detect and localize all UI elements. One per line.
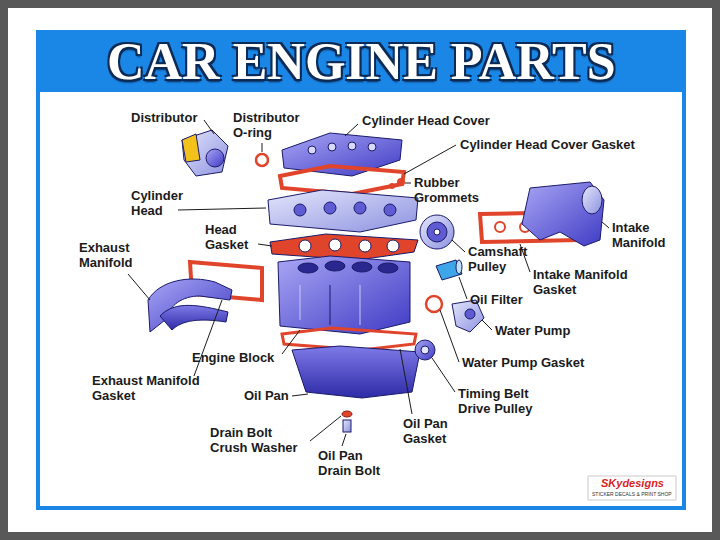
part-label: Head Gasket xyxy=(205,222,260,252)
logo-subtext: STICKER DECALS & PRINT SHOP xyxy=(592,491,672,497)
part-label: Distributor xyxy=(131,110,197,125)
part-label: Drain Bolt Crush Washer xyxy=(210,425,310,455)
part-label: Distributor O-ring xyxy=(233,110,305,140)
part-label: Intake Manifold xyxy=(612,220,674,250)
part-label: Intake Manifold Gasket xyxy=(533,267,651,297)
part-label: Water Pump Gasket xyxy=(462,355,584,370)
part-label: Cylinder Head xyxy=(131,188,193,218)
logo-text: SKydesigns xyxy=(601,477,664,489)
part-label: Exhaust Manifold Gasket xyxy=(92,373,217,403)
logo-box xyxy=(588,476,676,500)
part-label: Engine Block xyxy=(192,350,274,365)
part-label: Camshaft Pulley xyxy=(468,244,543,274)
part-label: Water Pump xyxy=(495,323,570,338)
part-label: Exhaust Manifold xyxy=(79,240,151,270)
part-label: Oil Pan Drain Bolt xyxy=(318,448,398,478)
part-label: Oil Filter xyxy=(470,292,523,307)
part-label: Cylinder Head Cover Gasket xyxy=(460,137,635,152)
part-label: Cylinder Head Cover xyxy=(362,113,490,128)
title-text: CAR ENGINE PARTS xyxy=(107,32,616,91)
part-label: Timing Belt Drive Pulley xyxy=(458,386,553,416)
part-label: Rubber Grommets xyxy=(414,175,494,205)
part-label: Oil Pan Gasket xyxy=(403,416,465,446)
part-label: Oil Pan xyxy=(244,388,289,403)
